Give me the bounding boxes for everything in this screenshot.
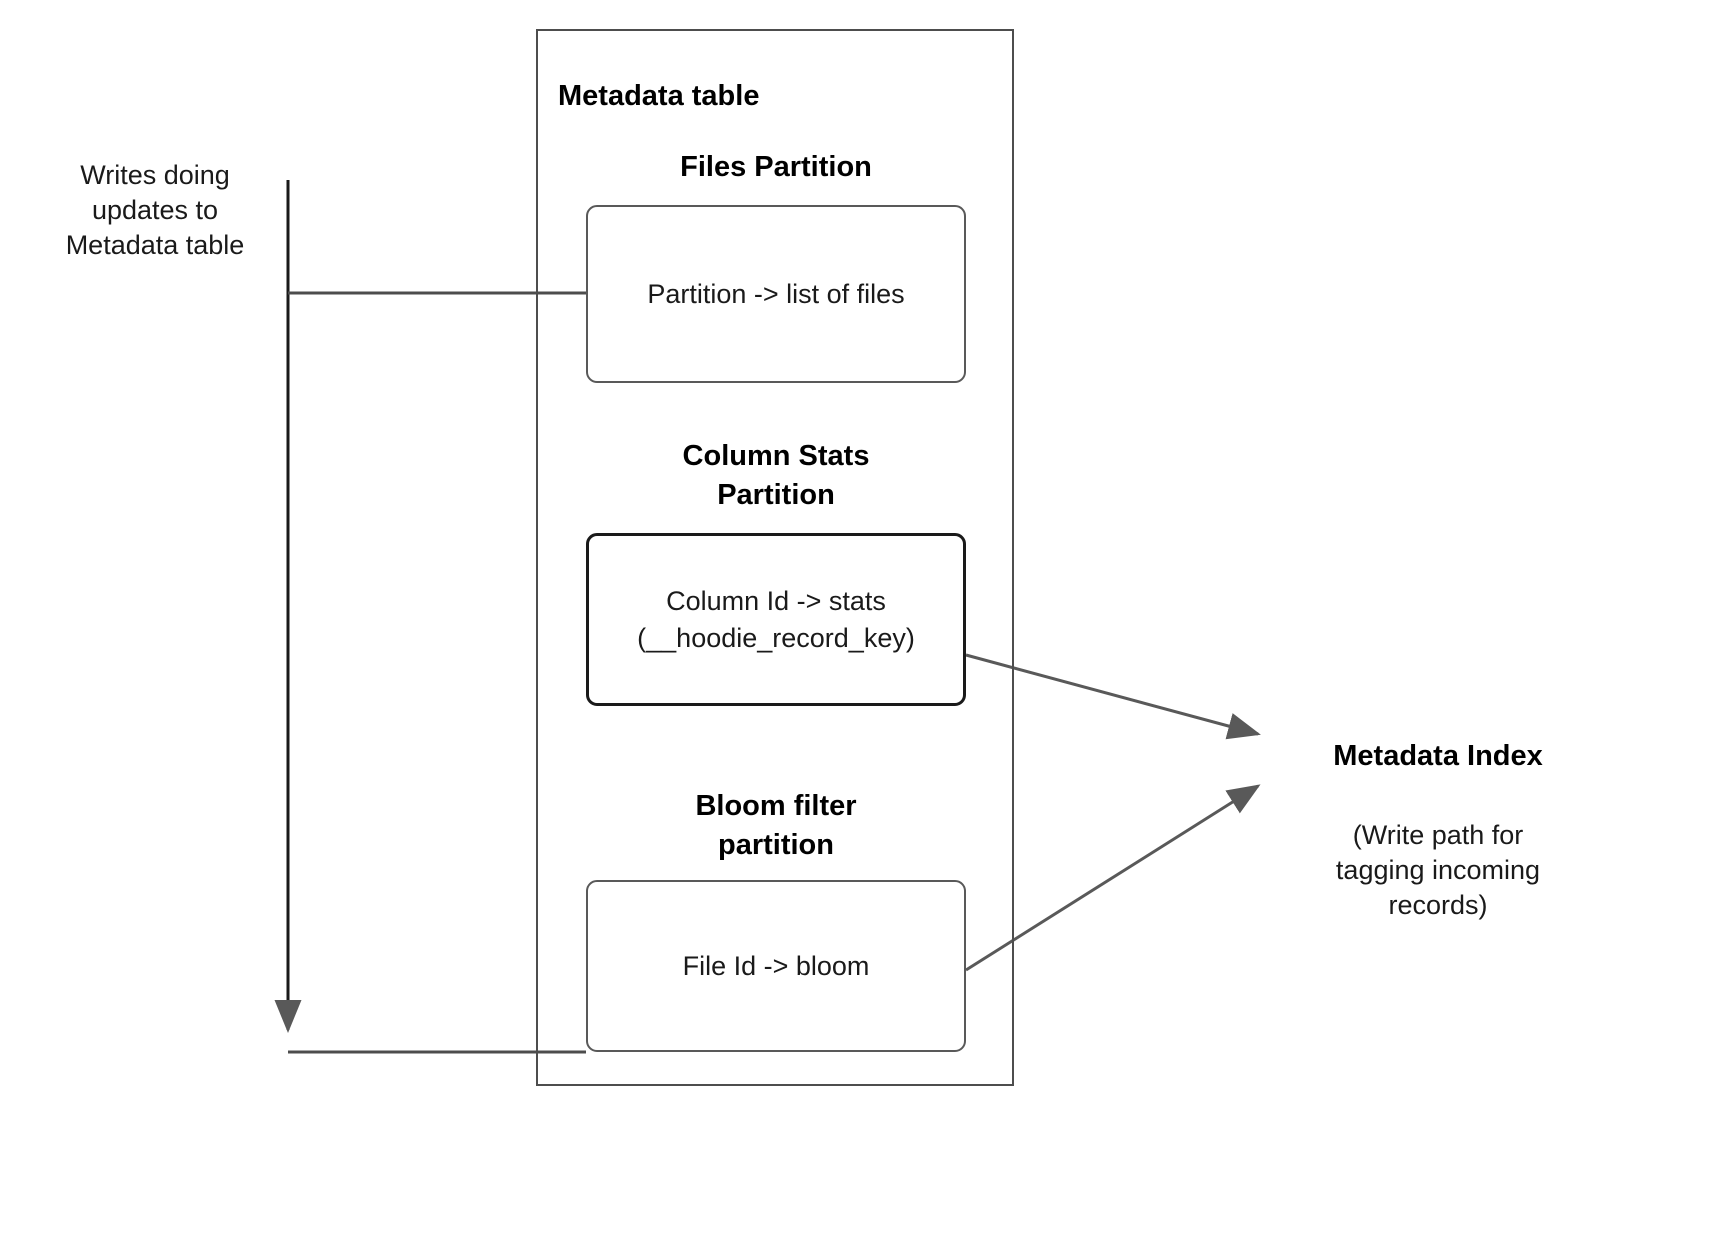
metadata-table-title: Metadata table <box>558 80 760 112</box>
writes-updates-label: Writes doing updates to Metadata table <box>65 160 245 261</box>
metadata-table-container <box>536 29 1014 1086</box>
metadata-index-caption: (Write path for tagging incoming records… <box>1335 820 1541 921</box>
bloom-filter-partition-heading: Bloom filter partition <box>695 790 857 861</box>
files-partition-box-text: Partition -> list of files <box>647 278 905 309</box>
column-stats-partition-box: Column Id -> stats (__hoodie_record_key) <box>586 533 966 706</box>
metadata-index-title: Metadata Index <box>1333 740 1543 772</box>
column-stats-partition-heading: Column Stats Partition <box>682 440 870 511</box>
bloom-to-index-arrow <box>965 784 1261 972</box>
files-partition-heading: Files Partition <box>680 151 872 183</box>
bloom-filter-partition-box: File Id -> bloom <box>586 880 966 1052</box>
column-stats-partition-box-text: Column Id -> stats (__hoodie_record_key) <box>637 585 915 653</box>
files-partition-box: Partition -> list of files <box>586 205 966 383</box>
bloom-filter-partition-box-text: File Id -> bloom <box>682 950 870 981</box>
colstats-to-index-arrow <box>965 653 1261 740</box>
